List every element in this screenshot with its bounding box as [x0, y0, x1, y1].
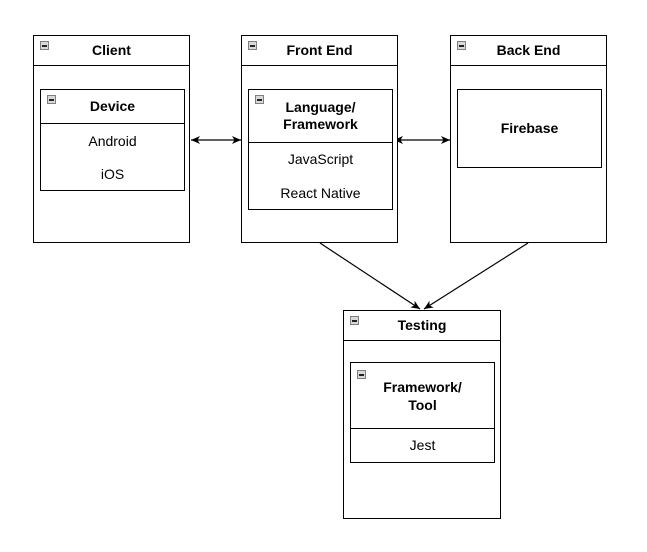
collapse-icon[interactable] — [255, 95, 264, 104]
device-item-android: Android — [88, 133, 137, 149]
device-title: Device — [89, 98, 136, 114]
framework-item-javascript: JavaScript — [287, 151, 354, 167]
collapse-icon[interactable] — [357, 370, 366, 379]
backend-container[interactable]: Back End Firebase — [450, 35, 607, 243]
frontend-title: Front End — [286, 42, 353, 58]
language-framework-header: Language/ Framework — [249, 90, 392, 143]
backend-header: Back End — [451, 36, 606, 66]
frontend-header: Front End — [242, 36, 397, 66]
collapse-icon[interactable] — [47, 95, 56, 104]
testing-container[interactable]: Testing Framework/ Tool Jest — [343, 310, 501, 519]
framework-tool-header: Framework/ Tool — [351, 363, 494, 429]
device-item-ios: iOS — [100, 166, 125, 182]
collapse-icon[interactable] — [40, 41, 49, 50]
framework-tool-title-line1: Framework/ — [383, 379, 462, 395]
testing-header: Testing — [344, 311, 500, 341]
language-framework-box[interactable]: Language/ Framework JavaScript React Nat… — [248, 89, 393, 210]
framework-item-react-native: React Native — [280, 185, 361, 201]
client-container[interactable]: Client Device Android iOS — [33, 35, 190, 243]
backend-testing-connector — [423, 242, 529, 310]
framework-tool-title-line2: Tool — [408, 397, 437, 413]
language-framework-title-line1: Language/ — [285, 99, 356, 115]
client-title: Client — [92, 42, 131, 58]
language-framework-title-line2: Framework — [283, 116, 358, 132]
collapse-icon[interactable] — [248, 41, 257, 50]
client-header: Client — [34, 36, 189, 66]
firebase-box[interactable]: Firebase — [457, 89, 602, 168]
frontend-testing-connector — [319, 242, 421, 310]
firebase-title: Firebase — [500, 120, 559, 136]
collapse-icon[interactable] — [350, 316, 359, 325]
frontend-container[interactable]: Front End Language/ Framework JavaScript… — [241, 35, 398, 243]
framework-tool-box[interactable]: Framework/ Tool Jest — [350, 362, 495, 463]
collapse-icon[interactable] — [457, 41, 466, 50]
tool-item-jest: Jest — [409, 437, 436, 453]
testing-title: Testing — [397, 317, 447, 333]
device-box[interactable]: Device Android iOS — [40, 89, 185, 191]
device-header: Device — [41, 90, 184, 124]
backend-title: Back End — [496, 42, 561, 58]
